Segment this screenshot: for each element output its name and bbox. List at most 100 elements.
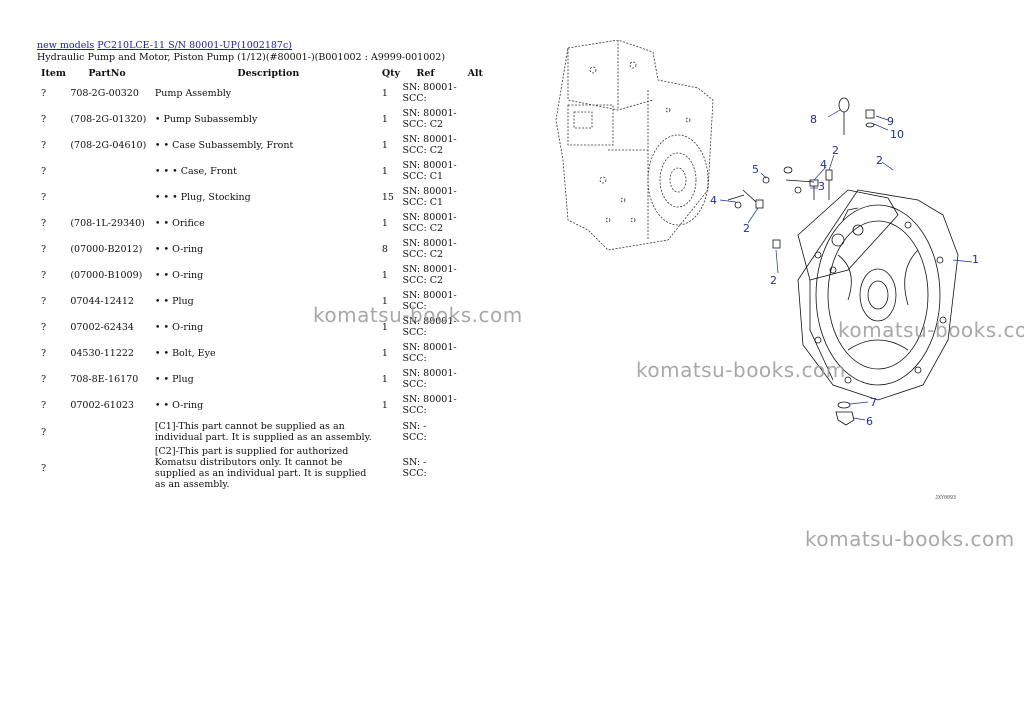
header-alt: Alt bbox=[467, 67, 483, 79]
cell-partno bbox=[70, 158, 155, 184]
cell-item: ? bbox=[41, 217, 47, 229]
breadcrumb-link-model[interactable]: PC210LCE-11 S/N 80001-UP(1002187c) bbox=[97, 40, 292, 51]
cell-ref: SN: - SCC: bbox=[402, 457, 427, 479]
pump-drawing: 8 9 10 2 4 3 5 2 4 2 2 1 7 6 bbox=[555, 39, 979, 428]
cell-ref: SN: 80001- SCC: bbox=[402, 316, 457, 338]
callout-9: 9 bbox=[887, 115, 894, 128]
cell-alt bbox=[468, 132, 487, 158]
cell-alt bbox=[468, 106, 487, 132]
callout-2-lower: 2 bbox=[770, 274, 777, 287]
callout-2-right: 2 bbox=[876, 154, 883, 167]
cell-description: [C1]-This part cannot be supplied as an … bbox=[154, 421, 372, 443]
cell-ref: SN: 80001- SCC: C2 bbox=[402, 264, 457, 286]
watermark-1: komatsu-books.com bbox=[313, 303, 523, 327]
watermark-3: komatsu-books.com bbox=[636, 358, 846, 382]
cell-item: ? bbox=[41, 295, 47, 307]
cell-ref: SN: 80001- SCC: bbox=[402, 368, 457, 390]
cell-description: • • Plug bbox=[154, 295, 194, 307]
cell-alt bbox=[468, 210, 487, 236]
cell-partno: (07000-B2012) bbox=[70, 243, 143, 255]
cell-qty: 1 bbox=[381, 295, 388, 307]
cell-alt bbox=[468, 392, 487, 418]
table-row: ? 708-2G-00320 Pump Assembly 1 SN: 80001- SC… bbox=[37, 80, 487, 106]
cell-item: ? bbox=[41, 426, 47, 438]
callout-1: 1 bbox=[972, 253, 979, 266]
small-parts bbox=[727, 97, 875, 426]
cell-qty: 15 bbox=[381, 191, 394, 203]
cell-qty: 1 bbox=[381, 399, 388, 411]
callout-6: 6 bbox=[866, 415, 873, 428]
breadcrumb: new models PC210LCE-11 S/N 80001-UP(1002… bbox=[37, 40, 292, 51]
cell-partno: 07002-62434 bbox=[70, 321, 134, 333]
table-row: ?(708-2G-04610)• • Case Subassembly, Fro… bbox=[37, 132, 487, 158]
header-description: Description bbox=[237, 67, 300, 79]
parts-table: Item PartNo Description Qty Ref Alt ? 708… bbox=[37, 66, 487, 491]
cell-alt bbox=[468, 446, 487, 490]
cell-partno bbox=[70, 184, 155, 210]
table-row: ? 07044-12412 • • Plug 1 SN: 80001- SCC: bbox=[37, 288, 487, 314]
header-ref: Ref bbox=[416, 67, 435, 79]
cell-partno: (708-1L-29340) bbox=[70, 217, 145, 229]
cell-partno: 04530-11222 bbox=[70, 347, 134, 359]
cell-description: Pump Assembly bbox=[154, 87, 232, 99]
cell-alt bbox=[468, 184, 487, 210]
callout-5: 5 bbox=[752, 163, 759, 176]
breadcrumb-link-new-models[interactable]: new models bbox=[37, 40, 95, 51]
cell-item: ? bbox=[41, 399, 47, 411]
watermark-4: komatsu-books.com bbox=[805, 527, 1015, 551]
cell-partno: 708-2G-00320 bbox=[70, 87, 139, 99]
callout-3: 3 bbox=[818, 180, 825, 193]
cell-ref: SN: 80001- SCC: C2 bbox=[402, 134, 457, 156]
callout-labels: 8 9 10 2 4 3 5 2 4 2 2 1 7 6 bbox=[710, 113, 979, 428]
cell-ref: SN: 80001- SCC: bbox=[402, 82, 457, 104]
callout-7: 7 bbox=[870, 396, 877, 409]
cell-alt bbox=[468, 418, 487, 446]
cell-item: ? bbox=[41, 243, 47, 255]
cell-description: • • O-ring bbox=[154, 399, 204, 411]
cell-ref: SN: 80001- SCC: bbox=[402, 290, 457, 312]
cell-alt bbox=[468, 236, 487, 262]
table-row: ?[C2]-This part is supplied for authoriz… bbox=[37, 446, 487, 490]
cell-partno bbox=[70, 446, 155, 490]
callout-4-left: 4 bbox=[710, 194, 717, 207]
leader-lines bbox=[719, 109, 973, 421]
cell-item: ? bbox=[41, 87, 47, 99]
cell-qty: 1 bbox=[381, 217, 388, 229]
cell-ref: SN: - SCC: bbox=[402, 421, 427, 443]
cell-partno: (708-2G-04610) bbox=[70, 139, 147, 151]
table-header-row: Item PartNo Description Qty Ref Alt bbox=[37, 66, 487, 80]
cell-ref: SN: 80001- SCC: bbox=[402, 342, 457, 364]
cell-partno: (708-2G-01320) bbox=[70, 113, 147, 125]
cell-ref: SN: 80001- SCC: C2 bbox=[402, 238, 457, 260]
cell-qty: 1 bbox=[381, 373, 388, 385]
cell-description: • Pump Subassembly bbox=[154, 113, 258, 125]
cell-item: ? bbox=[41, 191, 47, 203]
cell-item: ? bbox=[41, 347, 47, 359]
cell-description: • • O-ring bbox=[154, 269, 204, 281]
cell-alt bbox=[468, 158, 487, 184]
cell-alt bbox=[468, 262, 487, 288]
cell-qty: 1 bbox=[381, 321, 388, 333]
cell-alt bbox=[468, 340, 487, 366]
callout-8: 8 bbox=[810, 113, 817, 126]
cell-partno: 07044-12412 bbox=[70, 295, 134, 307]
front-case-drawing bbox=[797, 189, 959, 401]
cell-qty: 8 bbox=[381, 243, 388, 255]
cell-qty: 1 bbox=[381, 87, 388, 99]
cell-item: ? bbox=[41, 462, 47, 474]
header-qty: Qty bbox=[381, 67, 401, 79]
watermark-2: komatsu-books.com bbox=[838, 318, 1024, 342]
cell-ref: SN: 80001- SCC: C1 bbox=[402, 186, 457, 208]
cell-description: • • Orifice bbox=[154, 217, 205, 229]
cell-qty: 1 bbox=[381, 113, 388, 125]
cell-item: ? bbox=[41, 269, 47, 281]
page-subtitle: Hydraulic Pump and Motor, Piston Pump (1… bbox=[37, 52, 446, 63]
cell-qty bbox=[382, 446, 403, 490]
cell-ref: SN: 80001- SCC: bbox=[402, 394, 457, 416]
